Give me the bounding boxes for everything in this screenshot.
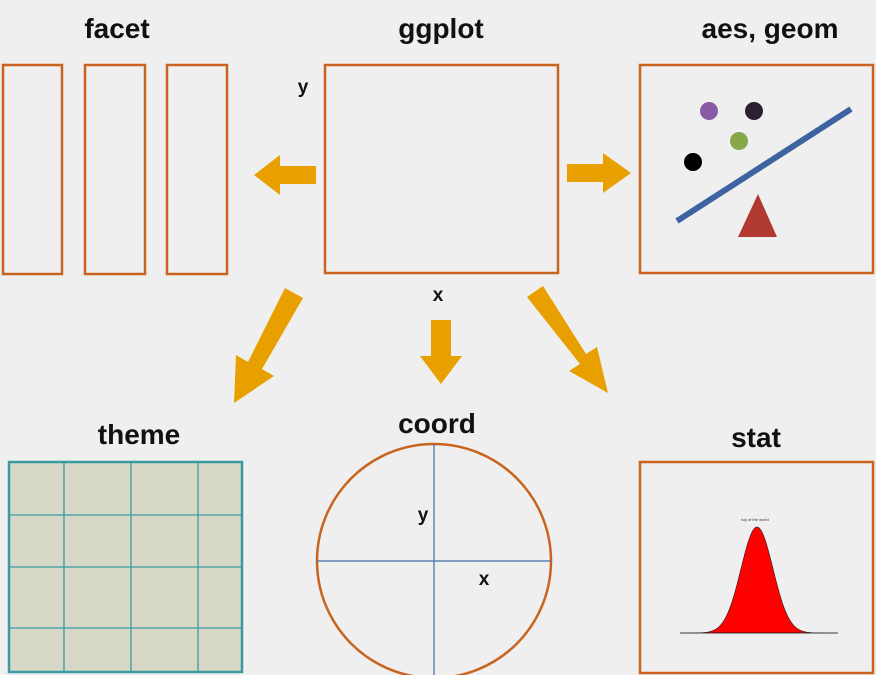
ggplot-box: [323, 63, 560, 275]
dark-point: [745, 102, 763, 120]
coord-x-label: x: [479, 569, 490, 590]
aes-geom-box: [638, 63, 875, 275]
aes-geom-title: aes, geom: [702, 13, 839, 44]
arrow-to-coord: [420, 320, 462, 384]
coord-panel: y x: [315, 442, 553, 675]
density-curve: [680, 526, 838, 634]
aes-geom-panel: [638, 63, 875, 275]
stat-box: [638, 460, 875, 675]
facet-title: facet: [84, 13, 149, 44]
facet-panel: [83, 63, 147, 276]
arrow-to-aes-geom: [567, 153, 631, 193]
geom-triangle: [738, 194, 777, 237]
coord-y-label: y: [418, 505, 429, 526]
arrows: [234, 153, 631, 403]
facet-panels: [1, 63, 229, 276]
ggplot-y-label: y: [298, 77, 309, 98]
coord-title: coord: [398, 408, 476, 439]
facet-panel: [165, 63, 229, 276]
theme-grid: [9, 462, 242, 672]
theme-panel: [7, 460, 244, 674]
ggplot-panel: y x: [298, 63, 560, 306]
arrow-to-stat: [527, 286, 608, 393]
stat-curve-caption: top of the world: [741, 517, 768, 522]
ggplot-title: ggplot: [398, 13, 484, 44]
stat-title: stat: [731, 422, 781, 453]
black-point: [684, 153, 702, 171]
stat-panel: top of the world: [638, 460, 875, 675]
green-point: [730, 132, 748, 150]
ggplot-x-label: x: [433, 285, 444, 306]
facet-panel: [1, 63, 64, 276]
geom-line: [675, 106, 853, 224]
theme-title: theme: [98, 419, 180, 450]
arrow-to-facet: [254, 155, 316, 195]
purple-point: [700, 102, 718, 120]
arrow-to-theme: [234, 288, 303, 403]
